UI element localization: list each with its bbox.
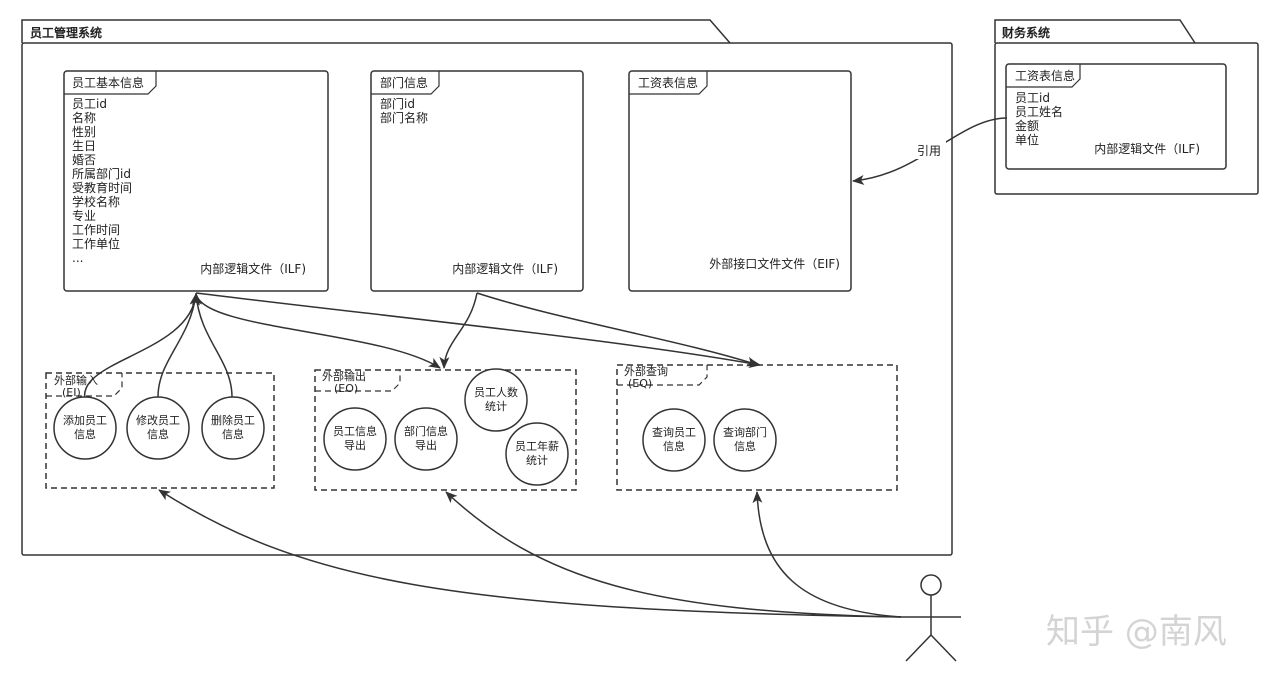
eq-title: 外部查询 [624, 364, 668, 378]
process-headcount-stats[interactable]: 员工人数统计 [464, 368, 528, 432]
arrow-department-to-eq [476, 292, 759, 367]
employee-field: 生日 [72, 139, 96, 153]
process-export-department[interactable]: 部门信息导出 [394, 407, 458, 471]
eq-title-abbr: (EQ) [628, 377, 652, 390]
employee-field: 工作时间 [72, 223, 120, 237]
process-label: 添加员工信息 [63, 413, 107, 441]
employee-field: 学校名称 [72, 194, 120, 209]
process-label-line2: 信息 [734, 439, 756, 453]
employee-field: 名称 [72, 110, 96, 125]
process-label-line2: 信息 [74, 427, 96, 441]
ei-title-abbr: (EI) [62, 386, 81, 399]
process-label-line2: 导出 [415, 438, 437, 452]
process-query-department[interactable]: 查询部门信息 [713, 408, 777, 472]
employee-field: 工作单位 [72, 236, 120, 251]
department-type-label: 内部逻辑文件（ILF) [452, 261, 558, 276]
finance-system-title: 财务系统 [1001, 25, 1050, 40]
process-label-line2: 信息 [663, 439, 685, 453]
ei-group: 外部输入 (EI) [45, 372, 275, 489]
process-label: 员工年薪统计 [515, 439, 559, 467]
process-export-employee[interactable]: 员工信息导出 [323, 407, 387, 471]
actor-icon [901, 574, 961, 662]
arrow-employee-to-eo [195, 292, 441, 369]
salary-info-box: 工资表信息 外部接口文件文件（EIF) [628, 70, 852, 292]
employee-system-package: 员工管理系统 [21, 19, 953, 556]
process-label: 员工人数统计 [474, 386, 518, 413]
eo-title: 外部输出 [322, 369, 366, 383]
watermark: 知乎 @南风 [1046, 612, 1227, 652]
employee-field: 婚否 [72, 153, 96, 167]
arrow-department-to-eo [439, 292, 478, 369]
process-label: 部门信息导出 [404, 424, 448, 452]
process-label: 查询部门信息 [723, 425, 767, 453]
employee-basic-info-title: 员工基本信息 [72, 75, 144, 90]
arrow-actor-to-eo [445, 491, 902, 618]
employee-field: 员工id [72, 97, 107, 111]
process-salary-stats[interactable]: 员工年薪统计 [505, 422, 569, 486]
employee-basic-type-label: 内部逻辑文件（ILF) [200, 261, 306, 276]
salary-info-title: 工资表信息 [638, 75, 698, 90]
finance-salary-field: 金额 [1015, 118, 1039, 133]
process-query-employee[interactable]: 查询员工信息 [642, 408, 706, 472]
arrow-add-to-employee [83, 293, 200, 404]
process-add-employee[interactable]: 添加员工信息 [53, 396, 117, 460]
process-edit-employee[interactable]: 修改员工信息 [126, 396, 190, 460]
process-label-line2: 统计 [485, 400, 507, 413]
arrow-edit-to-employee [157, 293, 200, 398]
process-delete-employee[interactable]: 删除员工信息 [201, 396, 265, 460]
department-field: 部门名称 [380, 110, 428, 125]
employee-field: 受教育时间 [72, 180, 132, 195]
arrow-actor-to-ei [158, 489, 902, 618]
employee-basic-info-box: 员工基本信息 员工id 名称 性别 生日 婚否 所属部门id 受教育时间 学校名… [63, 70, 329, 292]
arrow-actor-to-eq [752, 491, 902, 618]
eo-group: 外部输出 (EO) [314, 369, 577, 491]
finance-salary-title: 工资表信息 [1015, 68, 1075, 83]
finance-salary-field: 员工id [1015, 91, 1050, 105]
department-info-title: 部门信息 [380, 75, 428, 90]
employee-field: 所属部门id [72, 166, 131, 181]
employee-field: 专业 [72, 208, 96, 223]
employee-system-title: 员工管理系统 [30, 25, 102, 40]
process-label-line2: 信息 [222, 427, 244, 441]
reference-label-bg [912, 141, 946, 159]
process-label: 删除员工信息 [211, 413, 255, 441]
reference-label: 引用 [917, 144, 941, 158]
finance-salary-box: 工资表信息 员工id 员工姓名 金额 单位 内部逻辑文件（ILF) [1005, 63, 1227, 170]
process-label: 员工信息导出 [333, 424, 377, 452]
employee-field: ... [72, 251, 83, 265]
process-label-line2: 统计 [526, 454, 548, 467]
process-label: 查询员工信息 [652, 425, 696, 453]
process-label: 修改员工信息 [136, 413, 180, 441]
finance-salary-field: 单位 [1015, 132, 1039, 147]
department-field: 部门id [380, 96, 415, 111]
finance-salary-type-label: 内部逻辑文件（ILF) [1094, 141, 1200, 156]
eo-title-abbr: (EO) [334, 382, 358, 395]
salary-info-type-label: 外部接口文件文件（EIF) [709, 256, 840, 271]
finance-salary-field: 员工姓名 [1015, 104, 1063, 119]
arrow-employee-to-eq [195, 292, 761, 368]
ei-title: 外部输入 [54, 373, 98, 387]
arrow-delete-to-employee [191, 293, 233, 398]
process-label-line2: 信息 [147, 427, 169, 441]
department-info-box: 部门信息 部门id 部门名称 内部逻辑文件（ILF) [370, 70, 584, 292]
process-label-line2: 导出 [344, 438, 366, 452]
employee-field: 性别 [72, 125, 96, 139]
